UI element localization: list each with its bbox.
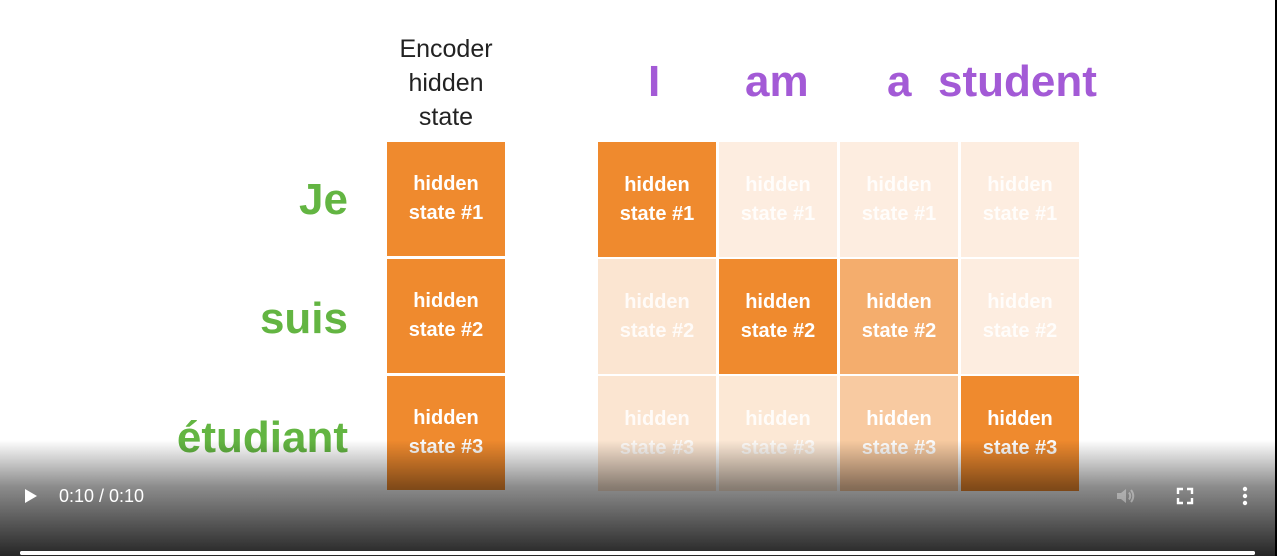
attention-cell-r1-c3: hidden state #1 bbox=[840, 142, 958, 257]
volume-muted-icon bbox=[1117, 489, 1135, 503]
time-display: 0:10 / 0:10 bbox=[59, 486, 145, 506]
attention-cell-label: hidden state #1 bbox=[861, 173, 937, 225]
play-button[interactable] bbox=[18, 484, 42, 508]
source-word-je: Je bbox=[299, 175, 348, 224]
target-word-a: a bbox=[887, 57, 912, 106]
attention-cell-label: hidden state #2 bbox=[861, 290, 937, 342]
attention-cell-r1-c2: hidden state #1 bbox=[719, 142, 837, 257]
attention-cell-r2-c3: hidden state #2 bbox=[840, 259, 958, 374]
more-options-button[interactable] bbox=[1233, 484, 1257, 508]
more-options-icon bbox=[1242, 486, 1248, 506]
attention-cell-r1-c4: hidden state #1 bbox=[961, 142, 1079, 257]
encoder-hidden-state-heading: Encoder hidden state bbox=[399, 35, 493, 131]
control-bar: 0:10 / 0:10 bbox=[0, 478, 1277, 514]
encoder-cell-2: hidden state #2 bbox=[387, 259, 505, 373]
attention-cell-label: hidden state #1 bbox=[619, 173, 695, 225]
attention-cell-label: hidden state #1 bbox=[740, 173, 816, 225]
fullscreen-icon bbox=[1176, 487, 1194, 505]
source-word-suis: suis bbox=[259, 294, 348, 343]
video-controls: 0:10 / 0:10 bbox=[0, 440, 1277, 556]
attention-cell-label: hidden state #2 bbox=[740, 290, 816, 342]
attention-cell-r2-c1: hidden state #2 bbox=[598, 259, 716, 374]
encoder-cell-1: hidden state #1 bbox=[387, 142, 505, 256]
progress-bar[interactable] bbox=[20, 551, 1255, 555]
fullscreen-button[interactable] bbox=[1173, 484, 1197, 508]
attention-cell-r2-c2: hidden state #2 bbox=[719, 259, 837, 374]
attention-cell-r2-c4: hidden state #2 bbox=[961, 259, 1079, 374]
mute-button[interactable] bbox=[1113, 484, 1137, 508]
attention-cell-r1-c1: hidden state #1 bbox=[598, 142, 716, 257]
progress-fill bbox=[20, 551, 1255, 555]
play-icon bbox=[25, 489, 37, 503]
target-word-student: student bbox=[938, 57, 1097, 106]
target-word-am: am bbox=[745, 57, 809, 106]
attention-cell-label: hidden state #1 bbox=[982, 173, 1058, 225]
encoder-cell-label: hidden state #1 bbox=[408, 173, 484, 224]
attention-cell-label: hidden state #2 bbox=[982, 290, 1058, 342]
target-word-i: I bbox=[648, 57, 661, 106]
attention-cell-label: hidden state #2 bbox=[619, 290, 695, 342]
encoder-cell-label: hidden state #2 bbox=[408, 290, 484, 341]
